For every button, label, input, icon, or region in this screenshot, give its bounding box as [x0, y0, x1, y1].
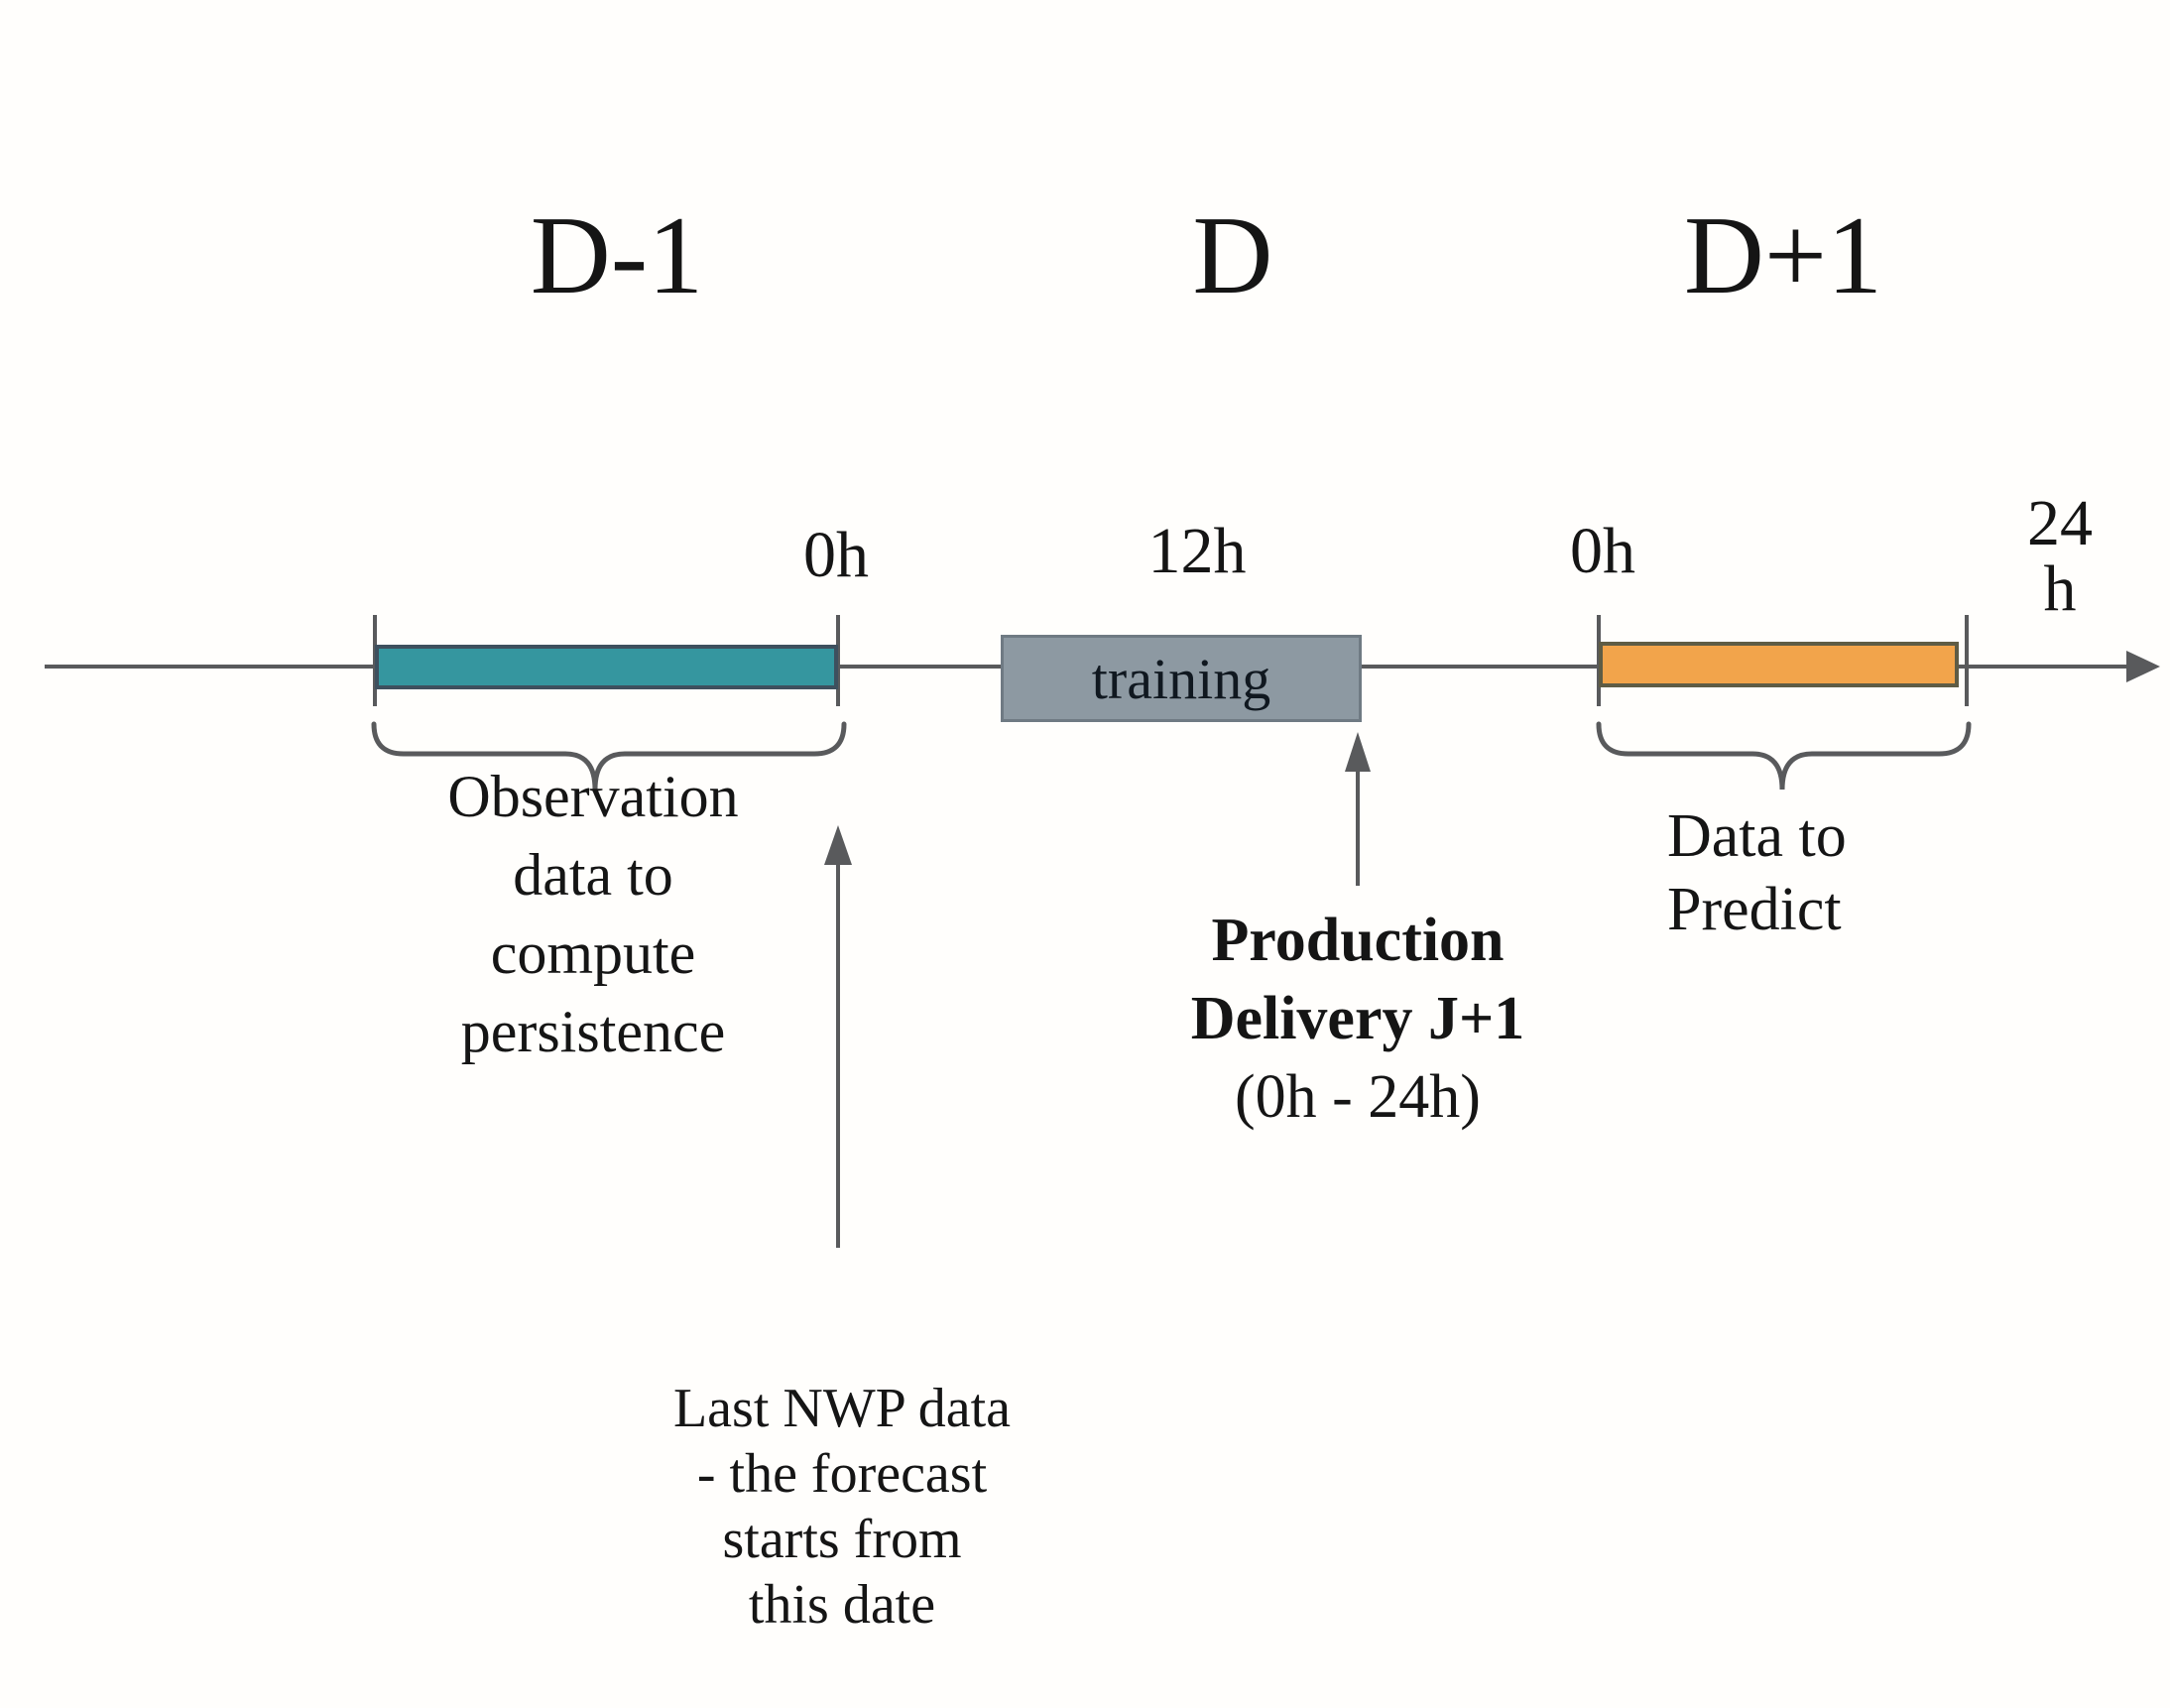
persistence-bar [375, 645, 838, 689]
observation-label-line4: persistence [460, 999, 726, 1064]
production-arrowhead-icon [1345, 732, 1371, 772]
production-delivery-line2: Delivery J+1 [1190, 985, 1525, 1052]
brace-observation [371, 721, 847, 791]
data-to-predict-line1: Data to [1667, 802, 1847, 870]
last-nwp-line3: starts from [722, 1509, 962, 1570]
tick-label-12h: 12h [1147, 515, 1247, 587]
production-delivery-label: Production Delivery J+1 (0h - 24h) [1040, 902, 1675, 1137]
training-box-label: training [1091, 646, 1271, 711]
last-nwp-line4: this date [748, 1574, 936, 1636]
observation-label-line3: compute [490, 920, 696, 986]
predict-bar [1599, 642, 1959, 687]
day-label-d-minus-1: D-1 [530, 194, 704, 317]
last-nwp-label: Last NWP data - the forecast starts from… [564, 1376, 1120, 1638]
observation-label-line2: data to [513, 842, 673, 908]
training-box: training [1001, 635, 1362, 722]
tick-label-0h-persistence: 0h [803, 519, 869, 591]
timeline-arrowhead-icon [2126, 651, 2160, 682]
tick-label-24h: 24 h [2027, 491, 2093, 622]
production-delivery-line1: Production [1211, 907, 1505, 974]
data-to-predict-label: Data to Predict [1667, 799, 1847, 946]
tick-label-0h-predict: 0h [1570, 515, 1635, 587]
production-delivery-line3: (0h - 24h) [1235, 1063, 1481, 1131]
day-label-d-plus-1: D+1 [1683, 194, 1883, 317]
last-nwp-arrowhead-icon [824, 825, 852, 865]
observation-label-line1: Observation [447, 764, 739, 829]
tick-label-24h-line1: 24 [2027, 487, 2093, 559]
tick-label-24h-line2: h [2043, 552, 2077, 625]
data-to-predict-line2: Predict [1667, 876, 1842, 943]
last-nwp-line1: Last NWP data [672, 1378, 1012, 1439]
observation-label: Observation data to compute persistence [315, 758, 871, 1071]
brace-data-to-predict [1596, 721, 1972, 791]
day-label-d: D [1192, 194, 1273, 317]
last-nwp-line2: - the forecast [696, 1443, 988, 1505]
